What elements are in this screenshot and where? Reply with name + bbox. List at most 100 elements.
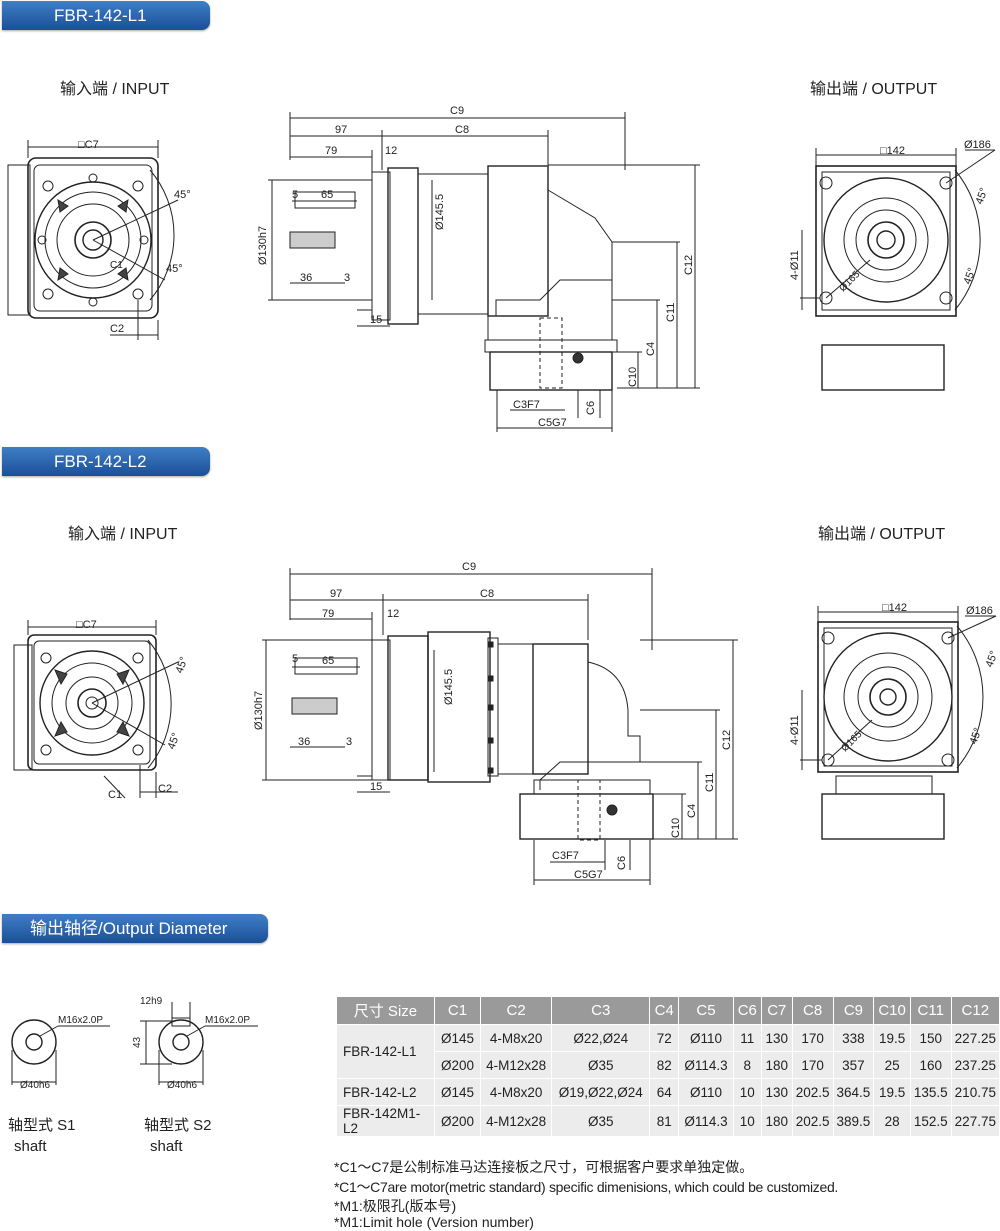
l1-dim-c9: C9	[450, 105, 464, 117]
table-cell: 19.5	[873, 1078, 911, 1106]
l1-input-view	[7, 140, 179, 340]
l1-dim-sq142: □142	[880, 145, 905, 157]
l2-output-view	[800, 606, 997, 840]
l1-dim-c10: C10	[627, 367, 639, 387]
section-title-l1: FBR-142-L1	[54, 6, 147, 25]
l1-dim-c11: C11	[665, 303, 677, 322]
table-cell: 25	[873, 1051, 911, 1079]
table-cell: 64	[649, 1078, 680, 1106]
table-cell: 210.75	[950, 1078, 1000, 1106]
l2-dim-65: 65	[322, 655, 334, 667]
l2-side-view	[262, 568, 738, 885]
s1-dia-label: Ø40h6	[20, 1080, 50, 1091]
l2-dim-36: 36	[298, 736, 310, 748]
l2-dim-3: 3	[346, 736, 352, 748]
table-cell-model: FBR-142-L2	[336, 1078, 435, 1106]
table-row: Ø200 4-M12x28 Ø35 82 Ø114.3 8 180 170 35…	[337, 1051, 1000, 1079]
l1-dim-d1455: Ø145.5	[434, 194, 446, 230]
table-header: C1	[433, 996, 482, 1025]
l2-dim-c8: C8	[480, 588, 494, 600]
note-2: *C1～C7are motor(metric standard) specifi…	[334, 1179, 839, 1195]
table-cell: Ø110	[678, 1024, 734, 1052]
l1-dim-c1: C1	[110, 260, 123, 271]
note-1: *C1～C7是公制标准马达连接板之尺寸，可根据客户要求单独定做。	[334, 1159, 754, 1175]
shaft-diagrams: M16x2.0P Ø40h6 M16x2.0P Ø40h6 12h9 43	[11, 996, 258, 1091]
table-header: C6	[732, 996, 762, 1025]
l1-dim-12: 12	[385, 145, 397, 157]
spec-table: 尺寸 Size C1 C2 C3 C4 C5 C6 C7 C8 C9 C10 C…	[336, 996, 1000, 1137]
note-4: *M1:Limit hole (Version number)	[334, 1214, 534, 1230]
table-cell: 202.5	[791, 1105, 834, 1137]
s2-dia-label: Ø40h6	[167, 1080, 197, 1091]
table-cell: 152.5	[909, 1105, 952, 1137]
table-row: FBR-142-L1 Ø145 4-M8x20 Ø22,Ø24 72 Ø110 …	[336, 1024, 1000, 1079]
table-header: C11	[909, 996, 952, 1025]
table-cell-model: FBR-142M1-L2	[336, 1105, 435, 1137]
table-cell: 227.75	[950, 1105, 1000, 1137]
table-cell: Ø114.3	[678, 1051, 734, 1079]
l2-dim-97: 97	[330, 588, 342, 600]
input-label-l1: 输入端 / INPUT	[60, 81, 170, 98]
s2-thread-label: M16x2.0P	[205, 1015, 250, 1026]
table-header: C5	[678, 996, 734, 1025]
l2-dim-5: 5	[292, 653, 298, 665]
section-title-output-diameter: 输出轴径/Output Diameter	[30, 919, 228, 938]
l1-dim-c2: C2	[110, 323, 124, 335]
l2-dim-c4: C4	[686, 804, 698, 818]
l1-dim-15: 15	[370, 314, 382, 326]
shaft-s1-en: shaft	[14, 1138, 47, 1155]
table-cell: Ø110	[678, 1078, 734, 1106]
table-cell: 160	[909, 1051, 952, 1079]
l1-dim-c4: C4	[645, 342, 657, 356]
l1-dim-36: 36	[300, 272, 312, 284]
l2-dim-c3: C3F7	[552, 850, 579, 862]
l1-dim-45-b: 45°	[166, 263, 183, 275]
table-cell: Ø19,Ø22,Ø24	[551, 1078, 651, 1106]
l2-dim-c5: C5G7	[574, 869, 603, 881]
table-header: C7	[760, 996, 793, 1025]
l2-dim-d1455: Ø145.5	[443, 669, 455, 705]
output-label-l2: 输出端 / OUTPUT	[818, 526, 946, 543]
table-cell: 202.5	[791, 1078, 834, 1106]
l1-dim-c7: □C7	[78, 139, 99, 151]
table-cell: 11	[732, 1024, 762, 1052]
table-cell: 150	[909, 1024, 952, 1052]
input-label-l2: 输入端 / INPUT	[68, 526, 178, 543]
table-cell: 4-M8x20	[480, 1024, 553, 1052]
l1-drawings: □C7 C2 C1 45° 45° C9 C8 97 79 12 5 65 36…	[7, 105, 996, 432]
table-header: 尺寸 Size	[336, 996, 435, 1025]
shaft-s2-cn: 轴型式 S2	[144, 1117, 212, 1134]
section-banner-output-diameter: 输出轴径/Output Diameter	[2, 914, 268, 943]
shaft-s2-en: shaft	[150, 1138, 183, 1155]
table-header: C2	[480, 996, 553, 1025]
table-cell: Ø200	[433, 1051, 482, 1079]
table-cell: 389.5	[832, 1105, 875, 1137]
table-row: FBR-142-L2 Ø145 4-M8x20 Ø19,Ø22,Ø24 64 Ø…	[336, 1078, 1000, 1106]
l1-side-view	[268, 112, 700, 432]
table-cell: Ø145	[433, 1078, 482, 1106]
s2-height-label: 43	[132, 1036, 143, 1048]
table-cell: 4-M8x20	[480, 1078, 553, 1106]
l2-dim-holes: 4-Ø11	[789, 715, 801, 745]
l2-dim-d186: Ø186	[966, 605, 993, 617]
table-cell: 28	[873, 1105, 911, 1137]
table-cell: 72	[649, 1024, 680, 1052]
l2-input-view	[13, 620, 179, 799]
shaft-s2	[140, 1002, 258, 1085]
table-cell: 19.5	[873, 1024, 911, 1052]
l2-dim-c6: C6	[616, 856, 628, 870]
table-cell: 180	[760, 1105, 793, 1137]
l1-output-view	[800, 148, 996, 391]
table-cell: Ø200	[433, 1105, 482, 1137]
l1-dim-c6: C6	[585, 401, 597, 415]
l1-dim-45-out-b: 45°	[962, 266, 979, 286]
table-cell: Ø22,Ø24	[551, 1024, 651, 1052]
table-cell: Ø114.3	[678, 1105, 734, 1137]
l1-dim-3: 3	[344, 272, 350, 284]
table-cell: 170	[791, 1024, 834, 1052]
table-cell: 4-M12x28	[480, 1105, 553, 1137]
shaft-s1-cn: 轴型式 S1	[8, 1117, 76, 1134]
l2-dim-45-b: 45°	[166, 731, 183, 751]
s2-key-label: 12h9	[140, 996, 163, 1007]
table-header: C9	[832, 996, 875, 1025]
